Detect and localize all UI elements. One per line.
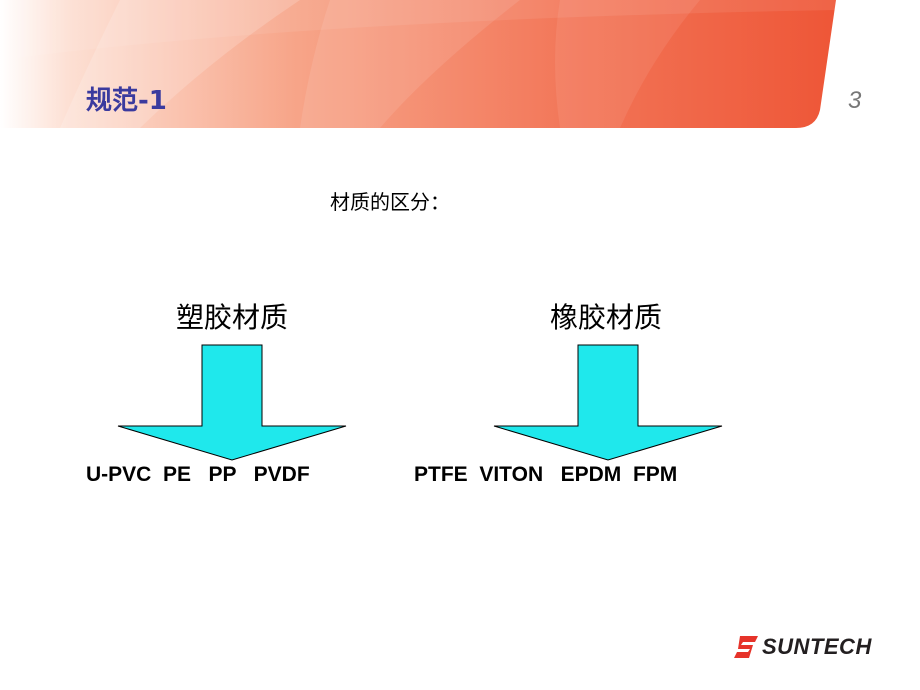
slide-title: 规范-1 [86,86,167,116]
page-number: 3 [848,87,862,114]
logo-text: SUNTECH [762,634,872,659]
plastic-materials-heading: 塑胶材质 [175,301,288,334]
rubber-down-arrow [493,344,723,461]
plastic-down-arrow [117,344,347,461]
rubber-materials-heading: 橡胶材质 [549,301,662,334]
suntech-logo: SUNTECH [734,632,872,662]
plastic-materials-list: U-PVC PE PP PVDF [86,463,310,486]
rubber-materials-list: PTFE VITON EPDM FPM [414,463,678,486]
header-banner [0,0,836,128]
section-subtitle: 材质的区分： [330,190,450,214]
suntech-logo-icon [734,636,758,658]
